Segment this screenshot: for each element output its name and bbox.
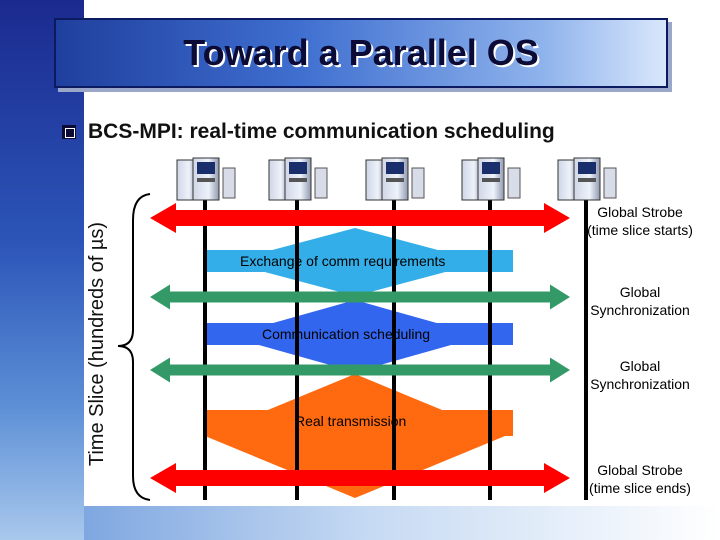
tower-slot — [386, 178, 404, 182]
computer-tower-icon — [365, 157, 425, 201]
phase-label: Communication scheduling — [262, 326, 431, 342]
tower-side — [603, 167, 617, 199]
tower-slot — [197, 178, 215, 182]
slide-title-box: Toward a Parallel OS — [54, 18, 668, 88]
left-gradient-band — [0, 0, 84, 540]
tower-drive-bay — [578, 162, 596, 174]
phase-box — [203, 250, 513, 272]
event-arrow — [150, 463, 570, 493]
tower-slot — [482, 178, 500, 182]
event-label: Global Strobe (time slice starts) — [587, 204, 693, 238]
computer-tower-icon — [461, 157, 521, 201]
tower-drive-bay — [482, 162, 500, 174]
phase-box — [203, 323, 513, 345]
tower-drive-bay — [197, 162, 215, 174]
tower-drive-bay — [386, 162, 404, 174]
event-arrow — [150, 357, 570, 383]
event-arrow — [150, 203, 570, 233]
phase-label: Exchange of comm requirements — [240, 253, 446, 269]
event-label: Global Synchronization — [590, 284, 690, 318]
phase-box — [203, 410, 513, 436]
computer-tower-icon — [268, 157, 328, 201]
bullet-text: BCS-MPI: real-time communication schedul… — [88, 120, 555, 143]
tower-slot — [289, 178, 307, 182]
phase-label: Real transmission — [295, 413, 407, 429]
time-slice-brace — [117, 193, 151, 501]
tower-drive-bay — [289, 162, 307, 174]
bullet-square-icon — [62, 125, 76, 139]
tower-slot — [578, 178, 596, 182]
bullet-point: BCS-MPI: real-time communication schedul… — [62, 116, 555, 148]
computer-tower-icon — [557, 157, 617, 201]
event-label: Global Synchronization — [590, 358, 690, 392]
tower-side — [411, 167, 425, 199]
slide-title: Toward a Parallel OS — [183, 32, 539, 73]
computer-tower-icon — [176, 157, 236, 201]
event-arrow — [150, 284, 570, 310]
tower-side — [314, 167, 328, 199]
bottom-gradient-band — [84, 506, 720, 540]
tower-side — [222, 167, 236, 199]
event-label: Global Strobe (time slice ends) — [589, 462, 691, 496]
tower-side — [507, 167, 521, 199]
